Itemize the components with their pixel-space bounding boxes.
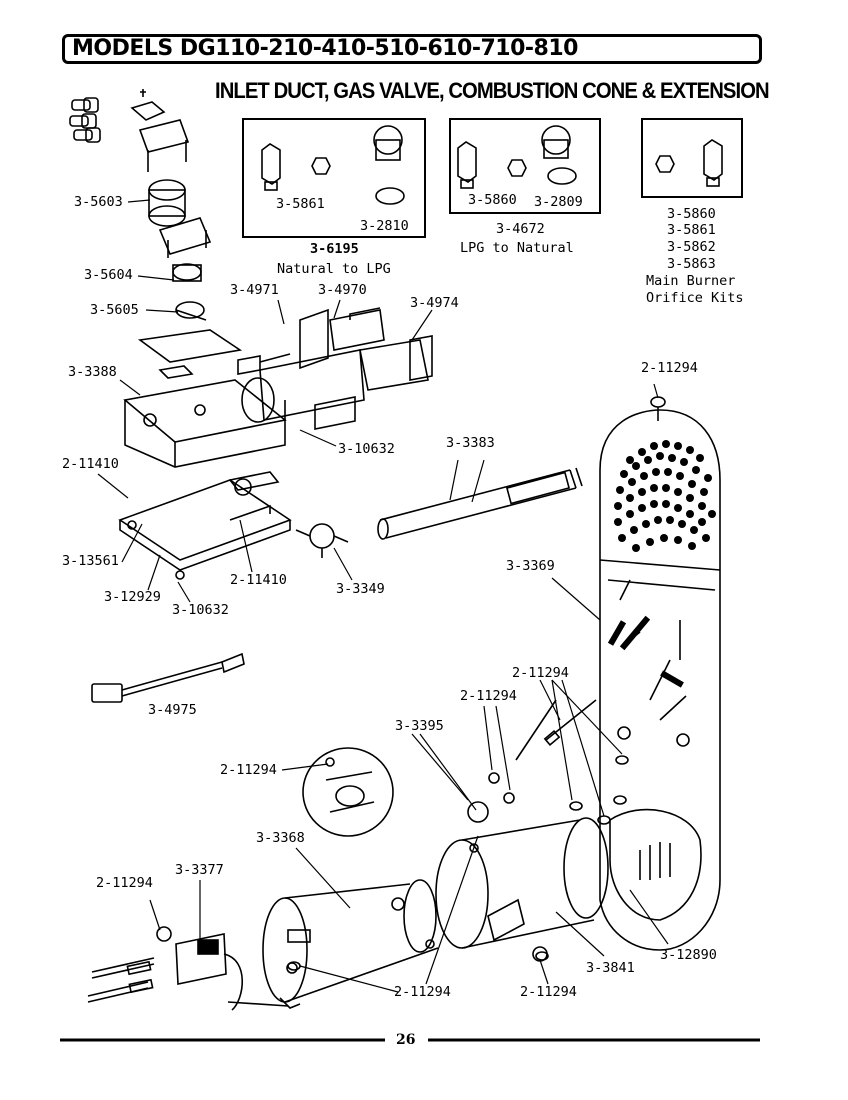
kit-part-label: 3-5860: [468, 192, 517, 208]
callout-label: 3-4971: [230, 282, 279, 298]
kit-number: 3-4672: [496, 221, 545, 237]
kit-part-label: 3-5862: [667, 239, 716, 255]
callout-label: 3-10632: [338, 441, 395, 457]
callout-label: 2-11410: [62, 456, 119, 472]
callout-label: 2-11294: [394, 984, 451, 1000]
cone-perforations: [607, 440, 716, 688]
page-subtitle: INLET DUCT, GAS VALVE, COMBUSTION CONE &…: [215, 78, 770, 103]
wire-harness: [91, 652, 245, 703]
kit-description: LPG to Natural: [460, 240, 574, 256]
combustion-chamber-extension: [599, 409, 721, 951]
thermostat-detail: [302, 747, 394, 837]
kit-part-label: 3-5861: [276, 196, 325, 212]
kit-description: Main Burner: [646, 273, 736, 289]
kit-number: 3-6195: [310, 241, 359, 257]
callout-label: 3-13561: [62, 553, 119, 569]
kit-parts: [261, 125, 723, 205]
kit-natural-to-lpg-frame: [242, 118, 426, 238]
solenoid-coil-upper: [130, 89, 190, 227]
kit-main-burner-frame: [641, 118, 743, 198]
kit-description: Natural to LPG: [277, 261, 391, 277]
callout-label: 3-3841: [586, 960, 635, 976]
gas-valve-assembly: [123, 329, 287, 496]
callout-label: 3-5603: [74, 194, 123, 210]
burner-tube: [377, 467, 583, 540]
kit-part-label: 3-5861: [667, 222, 716, 238]
callout-label: 3-5604: [84, 267, 133, 283]
callout-label: 3-5605: [90, 302, 139, 318]
callout-label: 3-4970: [318, 282, 367, 298]
callout-label: 3-3368: [256, 830, 305, 846]
callout-label: 3-3395: [395, 718, 444, 734]
callout-label: 2-11294: [520, 984, 577, 1000]
callout-label: 2-11294: [96, 875, 153, 891]
kit-part-label: 3-5860: [667, 206, 716, 222]
manifold-orifice: [295, 523, 349, 558]
screws-group: [69, 97, 101, 143]
callout-label: 3-3377: [175, 862, 224, 878]
kit-part-label: 3-2809: [534, 194, 583, 210]
flame-sensor-parts: [467, 699, 597, 823]
callout-label: 2-11410: [230, 572, 287, 588]
kit-part-label: 3-5863: [667, 256, 716, 272]
cone-screws: [569, 396, 666, 825]
kit-part-label: 3-2810: [360, 218, 409, 234]
combustion-cone: [262, 879, 439, 1009]
title-frame: [62, 34, 762, 64]
callout-label: 2-11294: [512, 665, 569, 681]
igniter-bracket: [87, 926, 289, 1011]
leader-lines: [97, 199, 669, 993]
kit-lpg-to-natural-frame: [449, 118, 601, 214]
kit-description: Orifice Kits: [646, 290, 744, 306]
valve-mounting-plate: [118, 479, 292, 580]
callout-label: 3-3369: [506, 558, 555, 574]
page-number: 26: [396, 1032, 416, 1048]
callout-label: 3-12890: [660, 947, 717, 963]
callout-label: 3-3383: [446, 435, 495, 451]
callout-label: 2-11294: [641, 360, 698, 376]
callout-label: 2-11294: [460, 688, 517, 704]
callout-label: 3-3388: [68, 364, 117, 380]
callout-label: 3-4975: [148, 702, 197, 718]
callout-label: 3-3349: [336, 581, 385, 597]
page-title: MODELS DG110-210-410-510-610-710-810: [72, 36, 578, 61]
callout-label: 3-10632: [172, 602, 229, 618]
extension-screw: [535, 951, 549, 961]
callout-label: 3-4974: [410, 295, 459, 311]
callout-label: 3-12929: [104, 589, 161, 605]
solenoid-bracket: [158, 217, 212, 321]
igniter-housing: [237, 307, 433, 430]
callout-label: 2-11294: [220, 762, 277, 778]
burner-extension: [435, 817, 609, 962]
